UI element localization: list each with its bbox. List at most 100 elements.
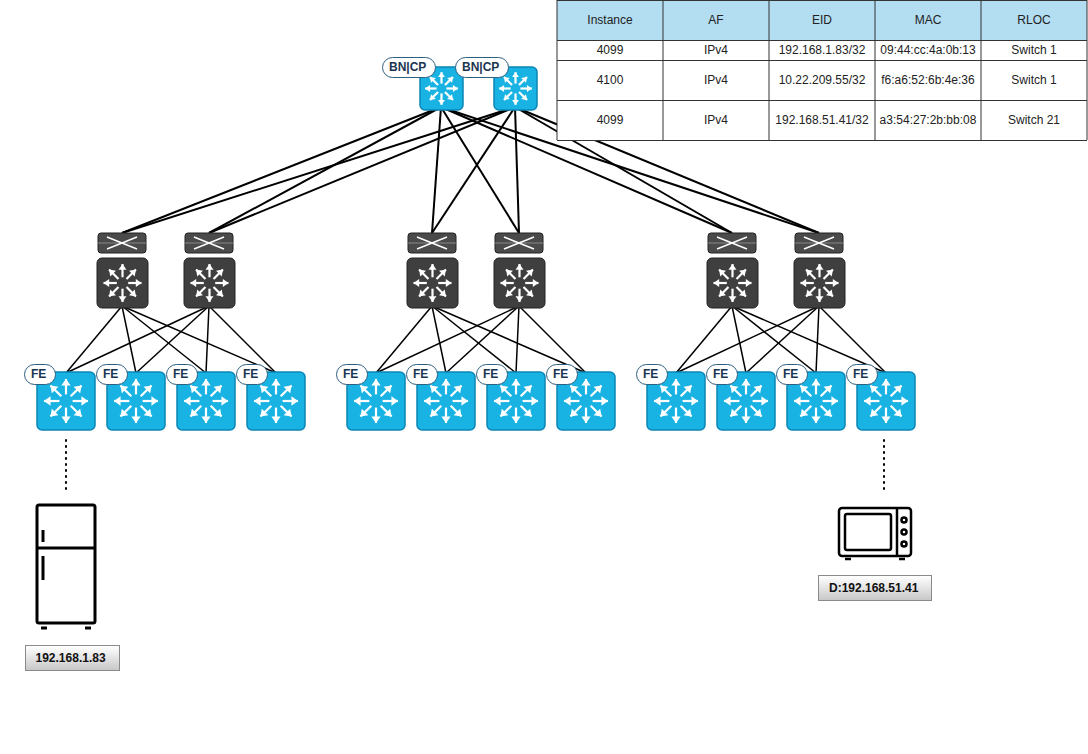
downlink — [136, 306, 209, 373]
fridge-icon — [37, 505, 95, 628]
node-text: FE — [103, 367, 118, 381]
distribution-switch-icon — [495, 233, 543, 253]
downlink — [676, 306, 819, 373]
role-tag: FE — [24, 364, 56, 385]
downlink — [676, 306, 732, 373]
node-text: FE — [173, 367, 188, 381]
table-cell: 09:44:cc:4a:0b:13 — [876, 43, 980, 57]
node-text: FE — [643, 367, 658, 381]
role-tag: FE — [236, 364, 268, 385]
table-cell: 4100 — [558, 73, 662, 87]
endpoint-label: 192.168.1.83 — [25, 645, 120, 671]
downlink — [66, 306, 122, 373]
node-text: FE — [243, 367, 258, 381]
uplink — [122, 107, 515, 233]
node-text: FE — [413, 367, 428, 381]
table-cell: IPv4 — [664, 73, 768, 87]
distribution-switch-icon — [185, 233, 233, 253]
downlink — [432, 306, 516, 373]
table-cell: f6:a6:52:6b:4e:36 — [876, 73, 980, 87]
endpoint-label: D:192.168.51.41 — [818, 575, 932, 601]
distribution-switch-icon — [795, 233, 843, 253]
table-cell: Switch 21 — [982, 113, 1086, 127]
uplink — [432, 107, 441, 233]
table-cell: 4099 — [558, 43, 662, 57]
distribution-switch-icon — [408, 233, 456, 253]
downlink — [519, 306, 586, 373]
role-tag: FE — [476, 364, 508, 385]
role-tag: FE — [846, 364, 878, 385]
node-text: FE — [343, 367, 358, 381]
downlink — [376, 306, 432, 373]
node-text: BN|CP — [389, 60, 426, 74]
access-link — [65, 440, 67, 492]
table-cell: IPv4 — [664, 43, 768, 57]
node-text: FE — [553, 367, 568, 381]
downlink — [122, 306, 206, 373]
node-text: 192.168.1.83 — [36, 651, 106, 665]
table-cell: Switch 1 — [982, 73, 1086, 87]
node-text: FE — [483, 367, 498, 381]
table-header: RLOC — [982, 13, 1086, 27]
downlink — [446, 306, 519, 373]
downlink — [819, 306, 886, 373]
downlink — [122, 306, 276, 373]
table-cell: a3:54:27:2b:bb:08 — [876, 113, 980, 127]
router-icon — [407, 258, 458, 308]
uplink — [209, 107, 441, 233]
table-cell: 192.168.1.83/32 — [770, 43, 874, 57]
table-header: EID — [770, 13, 874, 27]
role-tag: FE — [166, 364, 198, 385]
table-cell: 192.168.51.41/32 — [770, 113, 874, 127]
router-icon — [97, 258, 148, 308]
table-header: Instance — [558, 13, 662, 27]
role-tag: FE — [706, 364, 738, 385]
downlink — [376, 306, 519, 373]
node-text: BN|CP — [462, 60, 499, 74]
access-link — [883, 440, 885, 492]
table-grid — [557, 0, 1087, 141]
downlink — [206, 306, 209, 373]
role-tag: FE — [776, 364, 808, 385]
downlink — [66, 306, 209, 373]
downlink — [516, 306, 519, 373]
router-icon — [494, 258, 545, 308]
downlink — [732, 306, 886, 373]
table-cell: IPv4 — [664, 113, 768, 127]
distribution-switch-icon — [708, 233, 756, 253]
downlink — [432, 306, 586, 373]
downlink — [816, 306, 819, 373]
role-tag: FE — [96, 364, 128, 385]
links — [66, 107, 886, 492]
role-tag: BN|CP — [455, 57, 509, 78]
role-tag: FE — [546, 364, 578, 385]
distribution-switch-icon — [98, 233, 146, 253]
node-text: D:192.168.51.41 — [829, 581, 918, 595]
role-tag: BN|CP — [382, 57, 436, 78]
table-cell: 10.22.209.55/32 — [770, 73, 874, 87]
downlink — [746, 306, 819, 373]
router-icon — [184, 258, 235, 308]
uplink — [122, 107, 441, 233]
uplink — [432, 107, 515, 233]
downlink — [732, 306, 816, 373]
table-cell: Switch 1 — [982, 43, 1086, 57]
node-text: FE — [783, 367, 798, 381]
uplink — [209, 107, 515, 233]
table-header: MAC — [876, 13, 980, 27]
microwave-icon — [839, 508, 911, 559]
router-icon — [794, 258, 845, 308]
node-text: FE — [853, 367, 868, 381]
role-tag: FE — [636, 364, 668, 385]
table-header: AF — [664, 13, 768, 27]
role-tag: FE — [336, 364, 368, 385]
downlink — [209, 306, 276, 373]
uplink — [441, 107, 519, 233]
table-cell: 4099 — [558, 113, 662, 127]
node-text: FE — [31, 367, 46, 381]
router-icon — [707, 258, 758, 308]
role-tag: FE — [406, 364, 438, 385]
uplink — [515, 107, 519, 233]
node-text: FE — [713, 367, 728, 381]
